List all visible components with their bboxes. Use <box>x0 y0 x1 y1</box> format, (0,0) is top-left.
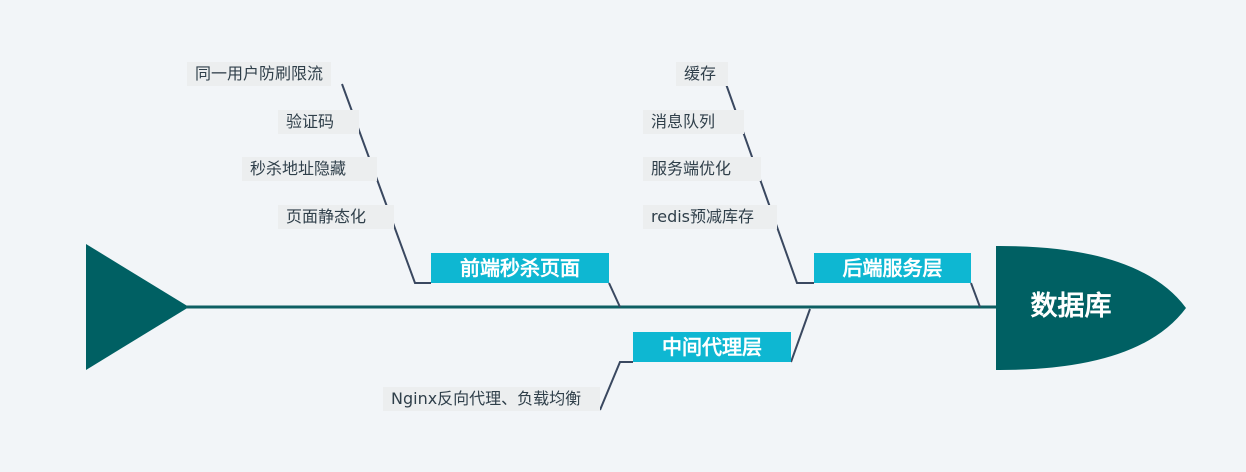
branch-connector-backend <box>970 282 981 308</box>
cause-redis-stock: redis预减库存 <box>643 205 777 229</box>
branch-line-proxy <box>599 361 633 411</box>
branch-connector-frontend <box>608 282 621 308</box>
cause-server-opt: 服务端优化 <box>643 157 761 181</box>
cause-message-queue: 消息队列 <box>643 110 744 134</box>
fish-tail <box>86 244 189 370</box>
cause-static-page: 页面静态化 <box>278 205 394 229</box>
category-proxy: 中间代理层 <box>633 332 791 362</box>
branch-line-frontend <box>341 83 431 284</box>
cause-cache: 缓存 <box>676 62 728 86</box>
fish-head <box>996 246 1186 370</box>
cause-hide-address: 秒杀地址隐藏 <box>242 157 377 181</box>
category-backend: 后端服务层 <box>814 253 971 283</box>
category-frontend: 前端秒杀页面 <box>431 253 609 283</box>
cause-nginx: Nginx反向代理、负载均衡 <box>383 387 600 411</box>
head-label: 数据库 <box>1030 291 1112 322</box>
branch-connector-proxy <box>790 308 811 363</box>
cause-captcha: 验证码 <box>278 110 359 134</box>
cause-rate-limit: 同一用户防刷限流 <box>187 62 332 86</box>
branch-line-backend <box>725 83 814 284</box>
